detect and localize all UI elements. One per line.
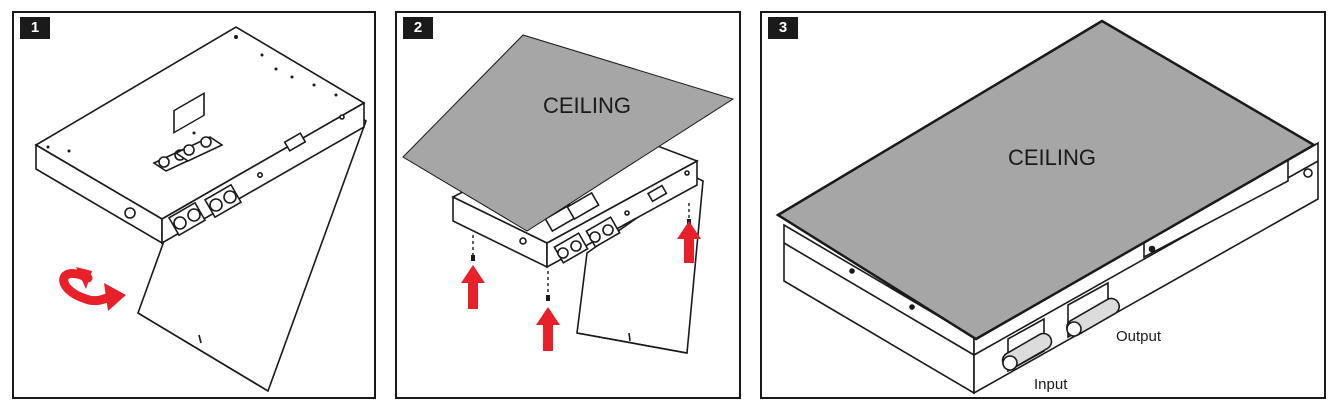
step-1-panel: 1: [12, 11, 376, 399]
ceiling-label: CEILING: [1008, 145, 1096, 170]
device-body: [783, 141, 1319, 395]
device-body: [34, 26, 366, 245]
step-1-badge: 1: [20, 17, 50, 39]
ceiling-plane: [775, 19, 1317, 341]
input-label: Input: [1034, 376, 1068, 393]
up-arrow-icon: [677, 221, 701, 263]
screw-guides: [472, 203, 690, 295]
step-3-illustration: CEILING Output Input: [775, 19, 1319, 395]
step-3-panel: 3 CEIL: [760, 11, 1326, 399]
step-3-badge: 3: [768, 17, 798, 39]
ceiling-label: CEILING: [543, 93, 631, 118]
input-connector: [1001, 332, 1053, 371]
output-label: Output: [1116, 328, 1162, 345]
ceiling-plane: [402, 34, 735, 232]
output-connector: [1066, 297, 1120, 337]
step-2-illustration: CEILING: [402, 34, 735, 354]
step-2-panel: 2 CEILING: [395, 11, 741, 399]
step-2-badge: 2: [403, 17, 433, 39]
curved-arrow-icon: [59, 267, 126, 311]
up-arrow-icon: [536, 307, 560, 351]
up-arrow-icon: [461, 265, 485, 309]
step-1-illustration: [34, 26, 367, 393]
